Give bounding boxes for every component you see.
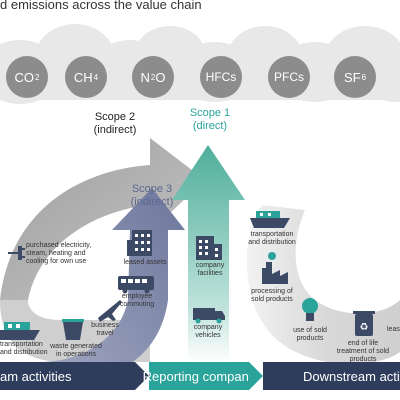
downstream-bar: Downstream activi xyxy=(263,362,400,390)
business-travel-label: business travel xyxy=(91,322,119,338)
light-bulb-icon xyxy=(302,298,318,321)
gas-ch4-sub: 4 xyxy=(93,72,99,82)
company-building-icon xyxy=(196,236,222,260)
processing-label: processing of sold products xyxy=(251,288,293,304)
scope3-sub: (indirect) xyxy=(130,195,174,208)
upstream-bar: am activities xyxy=(0,362,135,390)
scope3-title: Scope 3 xyxy=(131,183,173,195)
reporting-bar-label: Reporting company xyxy=(142,368,256,384)
reporting-bar: Reporting company xyxy=(143,362,255,390)
building-icon xyxy=(127,230,152,256)
gas-hfcs-base: HFCs xyxy=(205,70,237,84)
recycle-bin-icon: ♻ xyxy=(353,311,375,336)
upstream-bar-label: am activities xyxy=(0,368,72,384)
plug-icon xyxy=(8,246,25,260)
use-of-sold-label: use of sold products xyxy=(293,327,327,343)
transportation-upstream-label: transportation and distribution xyxy=(0,341,48,357)
ship-icon-downstream xyxy=(250,211,290,228)
scope1-sub: (direct) xyxy=(192,119,228,132)
scope1-label: Scope 1 (direct) xyxy=(180,107,240,132)
factory-icon xyxy=(262,252,288,284)
gas-pfcs-base: PFCs xyxy=(274,70,304,84)
diagram-title: d emissions across the value chain xyxy=(0,0,202,12)
leased-assets-label: leased assets xyxy=(123,259,167,266)
gas-ch4-base: CH xyxy=(73,69,93,85)
gas-n2o-tail: O xyxy=(155,69,166,85)
employee-commuting-label: employee commuting xyxy=(119,293,155,309)
waste-bin-icon xyxy=(62,319,84,340)
reporting-bar-arrow xyxy=(249,362,263,390)
truck-icon xyxy=(193,308,225,324)
waste-generated-label: waste generated in operations xyxy=(50,343,102,359)
downstream-bar-label: Downstream activi xyxy=(303,368,400,384)
company-facilities-label: company facilities xyxy=(195,262,225,278)
gas-n2o-base: N xyxy=(140,69,150,85)
end-of-life-label: end of life treatment of sold products xyxy=(336,340,390,364)
bus-icon xyxy=(118,276,154,294)
ship-icon-upstream xyxy=(0,322,40,340)
transportation-downstream-label: transportation and distribution xyxy=(248,231,296,247)
purchased-electricity-label: purchased electricity, steam, heating an… xyxy=(26,242,92,266)
upstream-bar-arrow xyxy=(135,362,149,390)
gas-co2-sub: 2 xyxy=(35,72,40,82)
gas-co2-base: CO xyxy=(14,69,35,85)
company-vehicles-label: company vehicles xyxy=(193,324,223,340)
svg-text:♻: ♻ xyxy=(360,322,369,333)
airplane-icon xyxy=(98,300,122,322)
scope2-sub: (indirect) xyxy=(93,123,137,136)
scope1-title: Scope 1 xyxy=(189,107,231,119)
scope3-label: Scope 3 (indirect) xyxy=(118,183,186,208)
gas-n2o-sub: 2 xyxy=(150,72,156,82)
gas-hfcs-circle: HFCs xyxy=(200,56,242,98)
gas-sf6-sub: 6 xyxy=(361,72,367,82)
scope2-title: Scope 2 xyxy=(94,111,136,123)
leased-partial-label: leas xyxy=(387,326,400,333)
gas-sf6-base: SF xyxy=(343,69,361,85)
scope2-arrow xyxy=(0,138,205,300)
scope2-label: Scope 2 (indirect) xyxy=(80,111,150,136)
gas-pfcs-circle: PFCs xyxy=(268,56,310,98)
